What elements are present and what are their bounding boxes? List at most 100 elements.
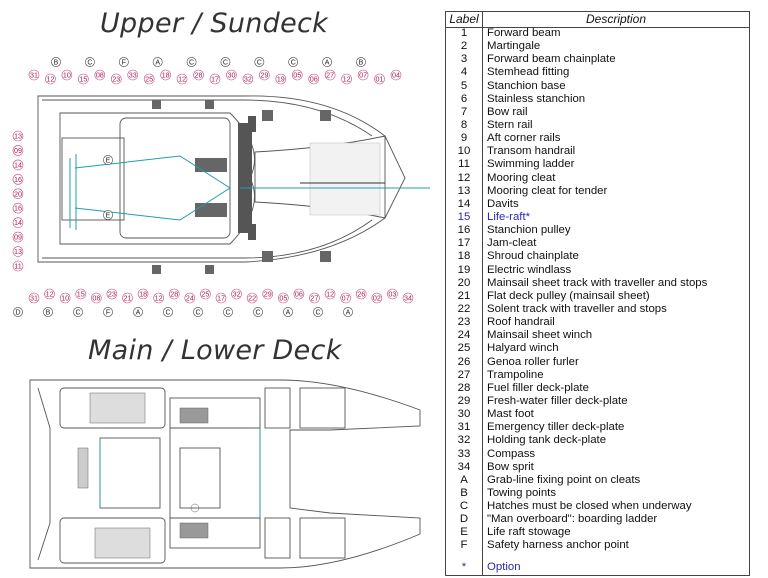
legend-row-desc: Forward beam [487,27,561,39]
legend-row-desc: Hatches must be closed when underway [487,500,692,513]
svg-text:C: C [75,310,80,317]
letter-marker: C [186,57,197,67]
svg-text:13: 13 [14,132,22,141]
svg-text:C: C [257,60,262,67]
number-callout: 20 [12,188,24,200]
svg-text:28: 28 [170,290,178,299]
letter-marker: C [220,57,231,67]
number-callout: 10 [59,292,71,304]
legend-row-desc: Genoa roller furler [487,355,579,368]
legend-header: Label Description [446,12,749,28]
legend-row-label: 8 [460,118,468,131]
letter-marker: A [152,57,163,67]
svg-text:B: B [359,60,364,67]
svg-text:17: 17 [217,294,225,303]
svg-text:B: B [46,310,51,317]
legend-row-desc: Halyard winch [487,342,559,355]
number-callout: 32 [242,73,254,85]
legend-row-label: B [460,486,468,499]
number-callout: 18 [137,288,149,300]
svg-text:25: 25 [145,75,153,84]
letter-marker: A [343,307,353,317]
letter-marker: C [253,307,263,317]
svg-text:A: A [136,310,141,317]
legend-row: D"Man overboard": boarding ladder [446,513,749,526]
number-callout: 27 [324,69,336,81]
letter-marker: B [51,57,61,67]
legend-row-label: 17 [457,237,471,250]
number-callout: 25 [200,288,211,300]
svg-text:30: 30 [227,71,235,80]
svg-text:03: 03 [388,290,396,299]
number-callout: 24 [184,292,196,304]
svg-text:16: 16 [14,175,22,184]
legend-row-desc: Flat deck pulley (mainsail sheet) [487,289,650,302]
legend-row-desc: Grab-line fixing point on cleats [487,473,641,486]
letter-marker: F [118,57,129,67]
legend-row-desc: Jam-cleat [487,237,537,250]
number-callout: 07 [357,69,369,81]
letter-marker: C [163,307,173,317]
legend-row: 1 Forward beam [446,27,749,40]
svg-text:16: 16 [14,204,22,213]
lower-deck-details [77,392,209,559]
legend-row-label: 1 [460,27,468,39]
svg-text:17: 17 [211,75,219,84]
legend-row-desc: Martingale [487,40,541,53]
svg-text:10: 10 [61,294,69,303]
svg-text:A: A [325,60,330,67]
svg-text:26: 26 [357,290,365,299]
legend-row-label: 16 [457,224,471,237]
number-callout: 23 [106,288,118,300]
svg-text:C: C [225,310,230,317]
upper-deck-title: Upper / Sundeck [100,8,329,39]
number-callout: 34 [402,292,414,304]
legend-row-label: 28 [457,381,471,394]
legend-row-desc: Electric windlass [487,263,572,276]
legend-row-desc: Transom handrail [487,145,576,158]
legend-row-label: 32 [457,434,471,447]
number-callout: 16 [12,202,24,214]
svg-text:C: C [223,60,228,67]
number-callout: 06 [293,288,305,300]
svg-text:15: 15 [79,75,87,84]
legend-row-label: 4 [460,66,468,79]
number-callout: 30 [226,69,237,81]
letter-marker: B [356,57,366,67]
number-callout: 03 [387,288,398,300]
svg-text:25: 25 [201,290,209,299]
letter-marker: A [322,57,333,67]
legend-row-label: A [460,473,468,486]
letter-marker: E [103,210,113,220]
svg-text:15: 15 [77,290,85,299]
letter-marker: A [283,307,293,317]
letter-marker: C [73,307,83,317]
number-callout: 05 [291,69,303,81]
legend-row-desc: Bow rail [487,105,528,118]
number-callout: 12 [324,288,336,300]
legend-row-desc: Stainless stanchion [487,92,586,105]
svg-text:14: 14 [14,218,22,227]
legend-row-desc: Roof handrail [487,316,555,329]
legend-row-label: 25 [457,342,471,355]
svg-text:18: 18 [162,71,170,80]
legend-row: 25 Halyard winch [446,342,749,355]
legend-row-label: 20 [457,276,471,289]
legend-row-desc: Life raft stowage [487,526,571,539]
svg-text:23: 23 [108,290,116,299]
svg-text:23: 23 [112,75,120,84]
letter-marker: C [288,57,299,67]
